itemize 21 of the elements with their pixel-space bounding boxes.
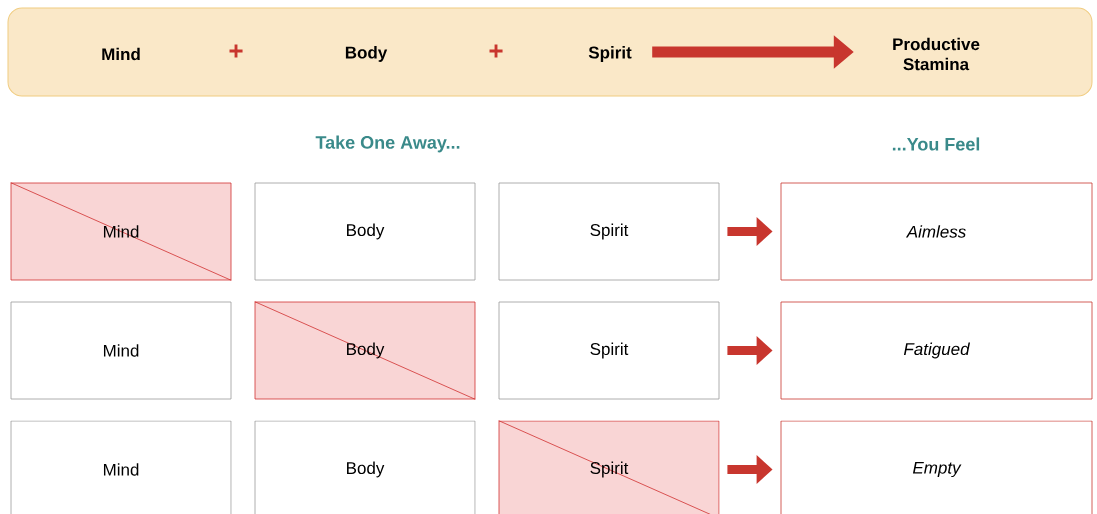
- column-heading: Take One Away...: [315, 135, 460, 153]
- crossed-out-box: Body: [254, 301, 476, 400]
- crossed-out-box: Mind: [10, 182, 232, 281]
- element-box: Body: [254, 420, 476, 514]
- element-box: Body: [254, 182, 476, 281]
- term-label: Body: [345, 46, 388, 62]
- term-label: Productive Stamina: [893, 37, 980, 71]
- crossed-out-box: Spirit: [498, 420, 720, 514]
- element-box: Mind: [10, 301, 232, 400]
- column-heading: ...You Feel: [892, 137, 980, 151]
- term-label: Mind: [102, 47, 140, 61]
- result-box: Aimless: [780, 182, 1093, 281]
- element-box: Mind: [10, 420, 232, 514]
- plus-sign: +: [489, 44, 503, 58]
- result-box: Fatigued: [780, 301, 1093, 400]
- term-label: Spirit: [588, 46, 632, 62]
- banner: [7, 7, 1093, 97]
- result-box: Empty: [780, 420, 1093, 514]
- element-box: Spirit: [498, 301, 720, 400]
- element-box: Spirit: [498, 182, 720, 281]
- plus-sign: +: [229, 44, 243, 58]
